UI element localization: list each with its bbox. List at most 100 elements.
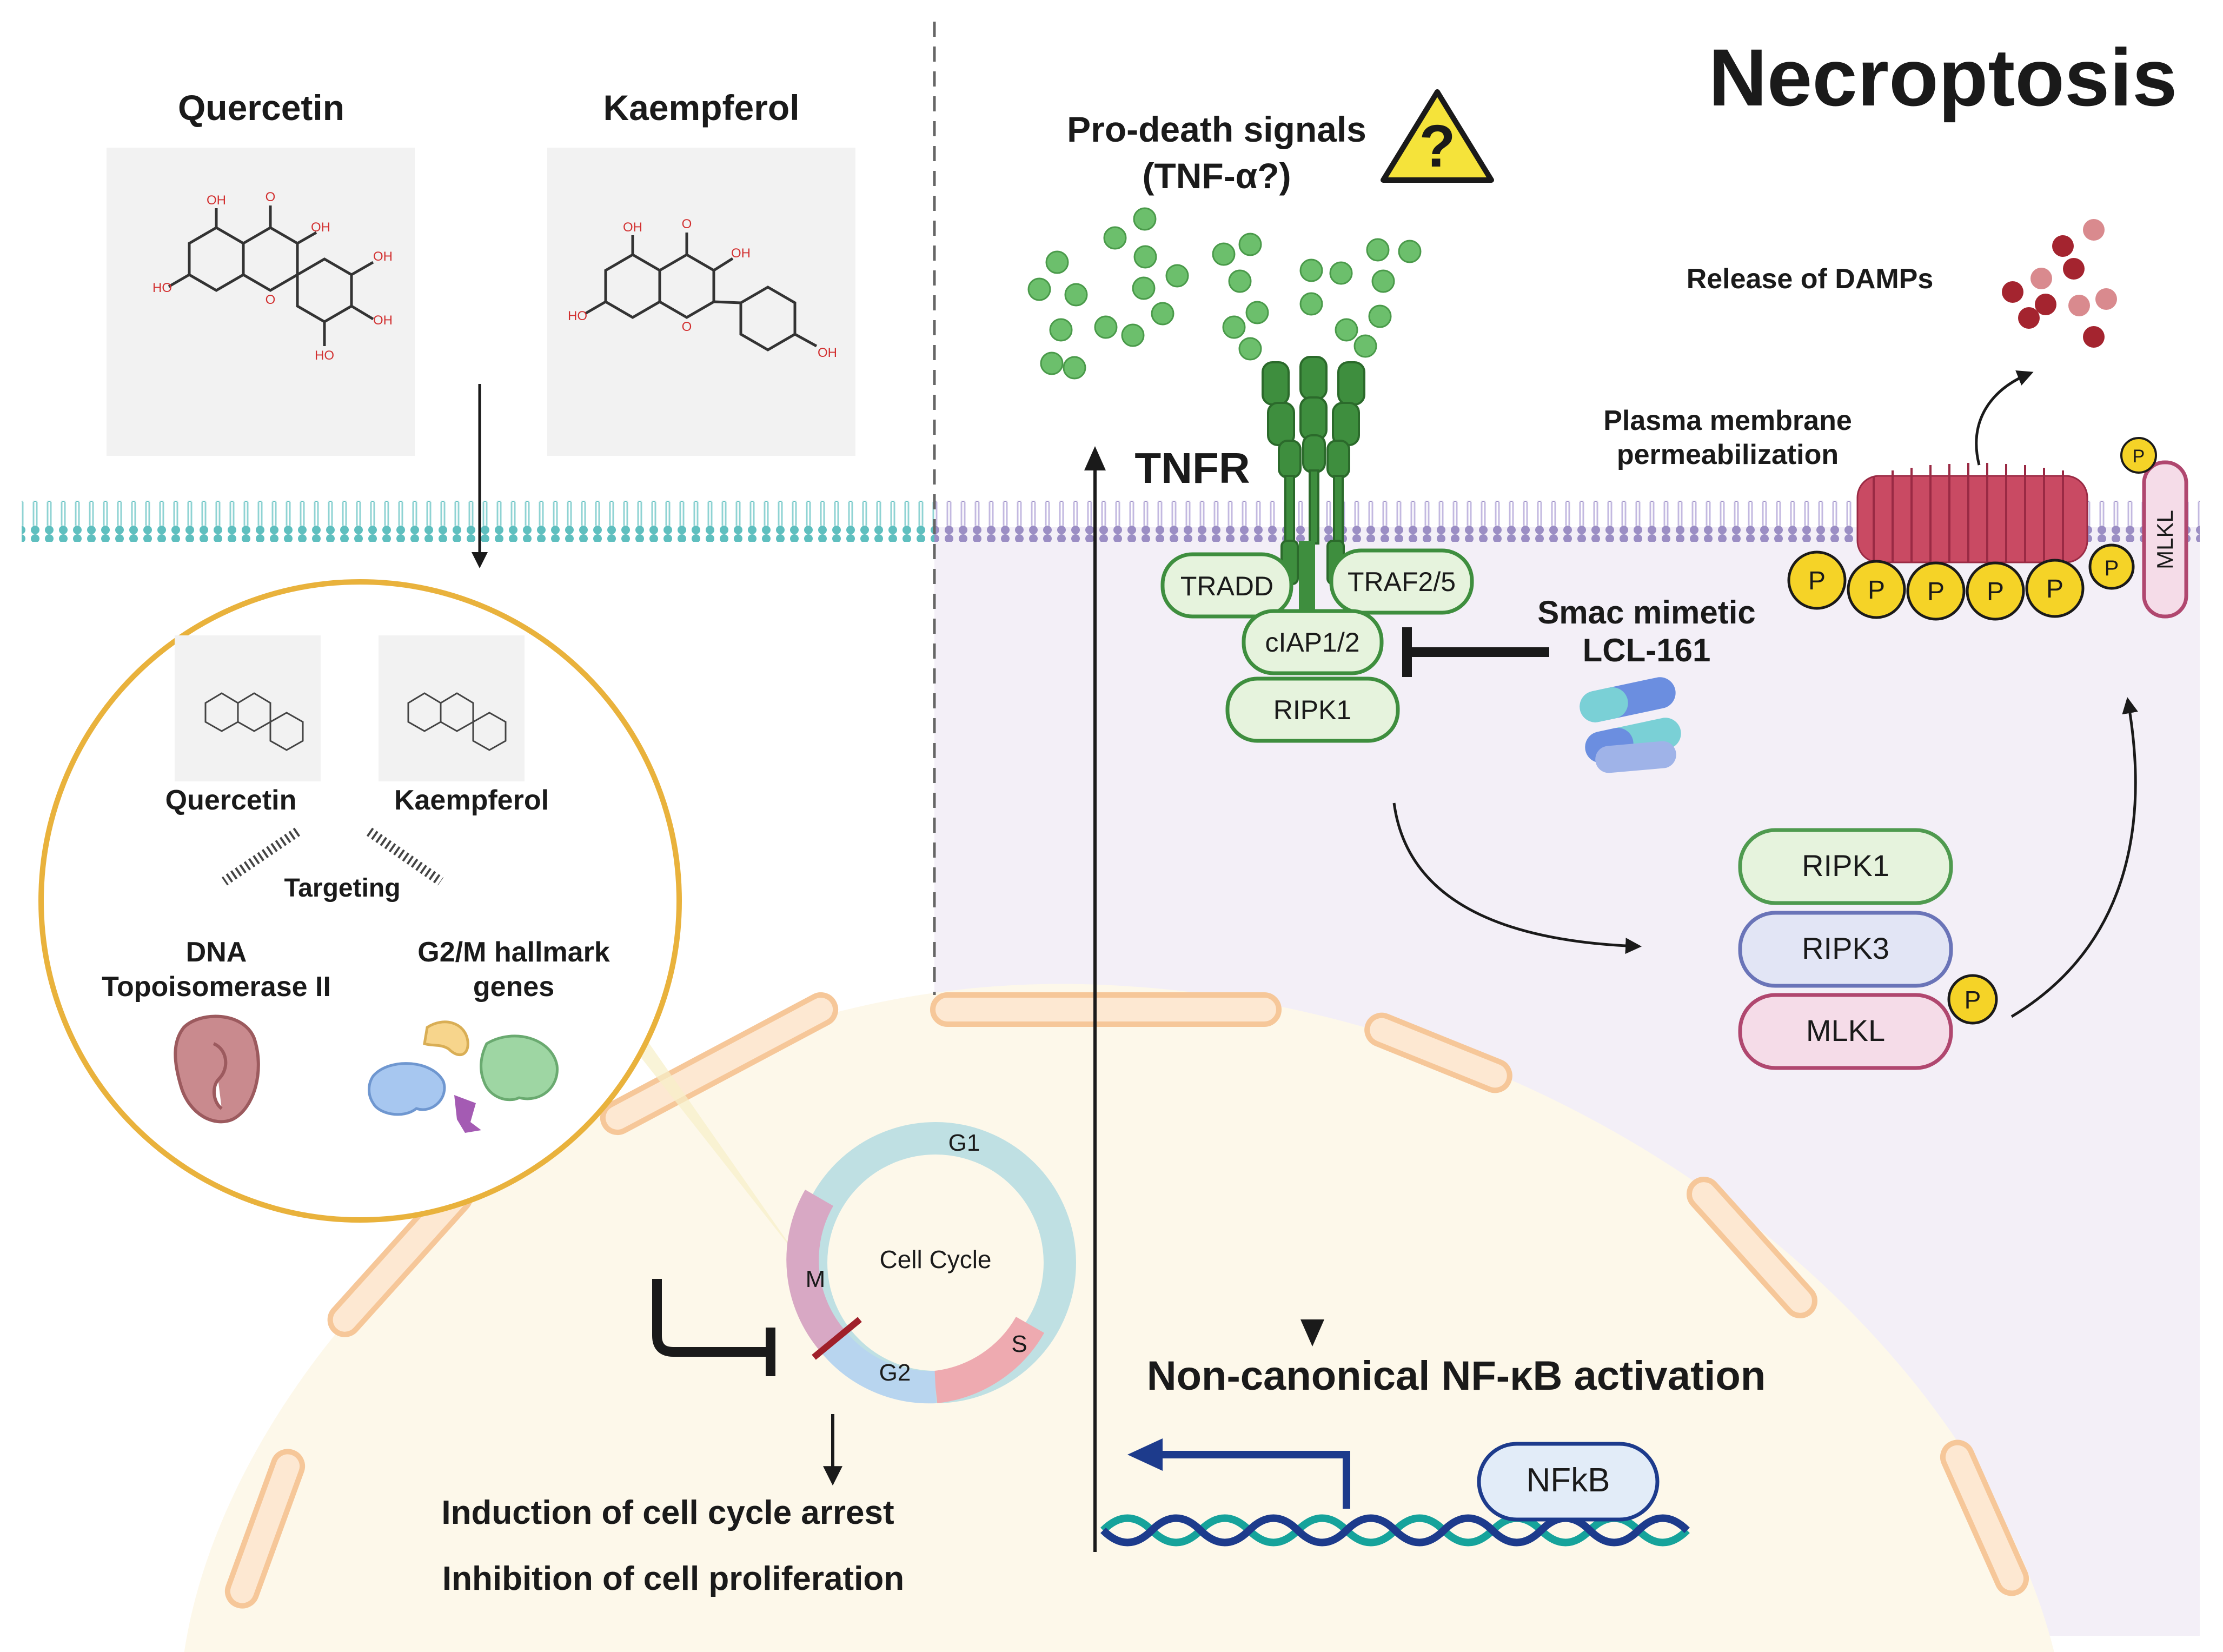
membrane-phospho-row [1787,543,2135,621]
arrow-up-to-membrane-head [1084,446,1106,470]
svg-text:HO: HO [568,309,587,323]
zoom-label-kaempferol: Kaempferol [394,785,549,816]
ripk1-complex-label: RIPK1 [1273,695,1352,725]
g2m-protein-purple-icon [454,1095,481,1133]
membrane-phospho-label-2: P [1868,576,1885,605]
necrosome-mlkl-box [1738,993,1953,1070]
membrane-mlkl-label: MLKL [2152,510,2178,569]
svg-text:O: O [266,293,276,307]
complex-stalk [1299,541,1315,616]
arrow-pore-to-damps [1975,370,2034,466]
compound-label-quercetin: Quercetin [178,88,344,128]
pore-subunits [1873,463,2064,562]
drug-capsules-icon [1580,677,1681,773]
membrane-mlkl-phospho-icon [2120,437,2157,474]
svg-text:OH: OH [311,220,330,235]
membrane-phospho-label-3: P [1927,578,1945,606]
damps-particles [2002,219,2117,348]
targeting-label: Targeting [284,874,400,903]
targeting-line-left [221,827,301,886]
svg-text:OH: OH [207,193,226,208]
g2m-protein-green-icon [480,1034,559,1102]
outcome-proliferation-inhibition: Inhibition of cell proliferation [442,1560,904,1597]
quercetin-structure: O OH OH HO O OH OH HO [107,148,415,456]
topoisomerase-protein-icon [174,1014,260,1124]
svg-text:OH: OH [373,313,393,328]
membrane-mlkl-phospho-label: P [2133,446,2145,467]
membrane-phospho-label-1: P [1808,567,1826,595]
mlkl-pore [1856,475,2088,563]
g2m-protein-blue-icon [368,1062,446,1116]
nfkb-label: NFkB [1527,1462,1610,1499]
traf-label: TRAF2/5 [1348,567,1456,597]
svg-text:O: O [682,320,692,334]
cell-cycle-ring [786,1122,1076,1404]
targeting-line-right [366,827,444,886]
necrosome-ripk3-box [1738,911,1953,988]
phase-s-label: S [1011,1331,1027,1357]
target-topo-line2: Topoisomerase II [102,971,331,1003]
diagram-title: Necroptosis [1709,32,2178,123]
svg-text:O: O [266,190,276,204]
tnfr-receptor [1262,356,1365,585]
ciap-label: cIAP1/2 [1265,627,1359,658]
membrane-mlkl-box [2142,460,2188,619]
outcome-cell-cycle-arrest: Induction of cell cycle arrest [441,1494,894,1531]
svg-text:HO: HO [152,281,172,295]
phase-g2-label: G2 [879,1359,911,1386]
damps-label: Release of DAMPs [1687,263,1934,295]
arrow-to-nfkb-head [1300,1319,1324,1346]
svg-text:HO: HO [315,348,334,363]
zoom-label-quercetin: Quercetin [165,785,297,816]
ciap-box [1242,609,1384,675]
svg-text:O: O [682,217,692,231]
tnf-alpha-label: (TNF-α?) [1142,156,1291,196]
warning-icon: ? [1381,89,1494,183]
phase-g1-label: G1 [948,1130,980,1156]
tnf-ligand-particles [1027,207,1422,380]
svg-text:OH: OH [623,220,642,235]
kaempferol-structure: O OH OH HO O OH [547,148,855,456]
g2m-protein-yellow-icon [423,1020,469,1057]
target-g2m-line1: G2/M hallmark [417,937,610,968]
zoom-quercetin-structure [175,635,321,781]
necrosome-phospho-icon [1947,974,1998,1025]
membrane-phospho-label-5: P [2046,575,2063,603]
phase-m-label: M [806,1266,826,1292]
svg-text:OH: OH [373,249,393,264]
svg-text:OH: OH [818,346,837,360]
svg-text:?: ? [1419,113,1455,180]
ripk1-complex-box [1225,676,1400,743]
necrosome-ripk3-label: RIPK3 [1802,931,1889,965]
transcription-arrow-head [1127,1438,1163,1471]
transcription-arrow [1157,1451,1350,1509]
necrosome-ripk1-box [1738,828,1953,905]
dna-helix [1100,1514,1690,1547]
traf-box [1329,548,1474,615]
membrane-phospho-label-6: P [2105,556,2119,580]
permeabilization-label-line1: Plasma membrane [1603,405,1852,436]
zoom-kaempferol-structure [379,635,525,781]
membrane-phospho-label-4: P [1987,578,2004,606]
inhibition-symbol-cell-cycle [652,1279,768,1357]
permeabilization-label-line2: permeabilization [1617,439,1839,470]
target-topo-line1: DNA [186,937,247,968]
smac-label-line2: LCL-161 [1583,632,1711,668]
pro-death-signals-label: Pro-death signals [1067,109,1366,149]
necrosome-mlkl-label: MLKL [1806,1013,1885,1047]
smac-label-line1: Smac mimetic [1537,594,1756,631]
necrosome-phospho-label: P [1965,986,1981,1014]
cell-cycle-center-label: Cell Cycle [879,1245,991,1273]
necrosome-ripk1-label: RIPK1 [1802,848,1889,883]
tnfr-label: TNFR [1134,444,1250,492]
tradd-label: TRADD [1180,571,1273,601]
compound-label-kaempferol: Kaempferol [603,88,799,128]
svg-text:OH: OH [731,246,751,261]
nfkb-activation-label: Non-canonical NF-κB activation [1147,1353,1766,1399]
target-g2m-line2: genes [473,971,554,1003]
arrow-to-necrosome [1392,802,1642,954]
arrow-necrosome-to-membrane [2010,697,2138,1018]
plasma-membrane-left [22,501,934,542]
tradd-box [1160,552,1293,619]
